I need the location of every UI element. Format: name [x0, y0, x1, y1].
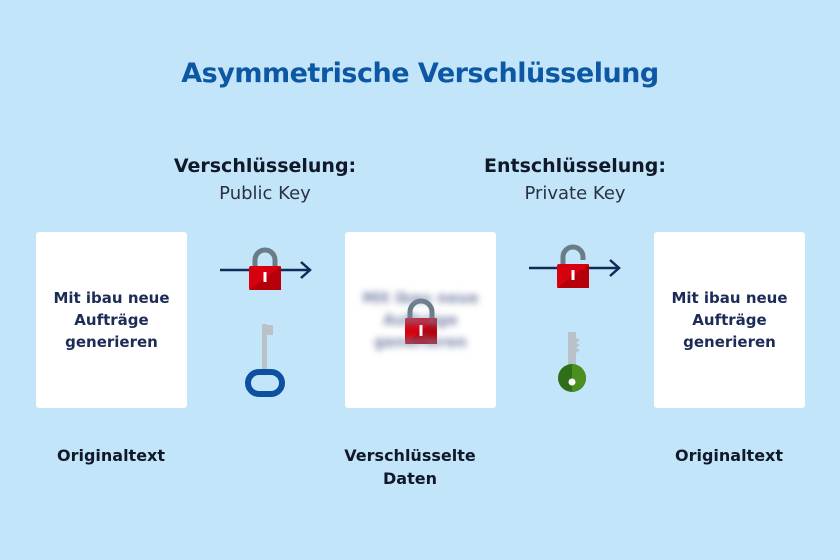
closed-lock-icon: [249, 247, 281, 290]
original-caption: Originaltext: [56, 446, 166, 465]
private-key-icon: [558, 332, 586, 392]
encryption-heading: Verschlüsselung:: [173, 155, 357, 177]
encryption-arrow-icon: [220, 247, 312, 290]
original-text-card: Mit ibau neue Aufträge generieren: [36, 232, 187, 408]
decryption-arrow-icon: [529, 244, 621, 288]
original-text: Mit ibau neue Aufträge generieren: [53, 289, 170, 351]
decryption-key-label: Private Key: [524, 183, 626, 204]
encrypted-text: Mit ibau neue Aufträge generieren: [362, 289, 479, 351]
closed-lock-icon: [405, 298, 437, 344]
open-lock-icon: [557, 244, 589, 288]
encryption-key-label: Public Key: [219, 183, 311, 204]
result-text: Mit ibau neue Aufträge generieren: [671, 289, 788, 351]
encrypted-caption: Verschlüsselte Daten: [344, 446, 476, 488]
public-key-icon: [245, 324, 285, 397]
page-title: Asymmetrische Verschlüsselung: [181, 58, 659, 89]
encryption-header: Verschlüsselung: Public Key: [135, 155, 395, 204]
decryption-header: Entschlüsselung: Private Key: [445, 155, 705, 204]
result-text-card: Mit ibau neue Aufträge generieren: [654, 232, 805, 408]
decryption-heading: Entschlüsselung:: [484, 155, 666, 177]
encrypted-data-card: Mit ibau neue Aufträge generieren: [345, 232, 496, 408]
result-caption: Originaltext: [674, 446, 784, 465]
